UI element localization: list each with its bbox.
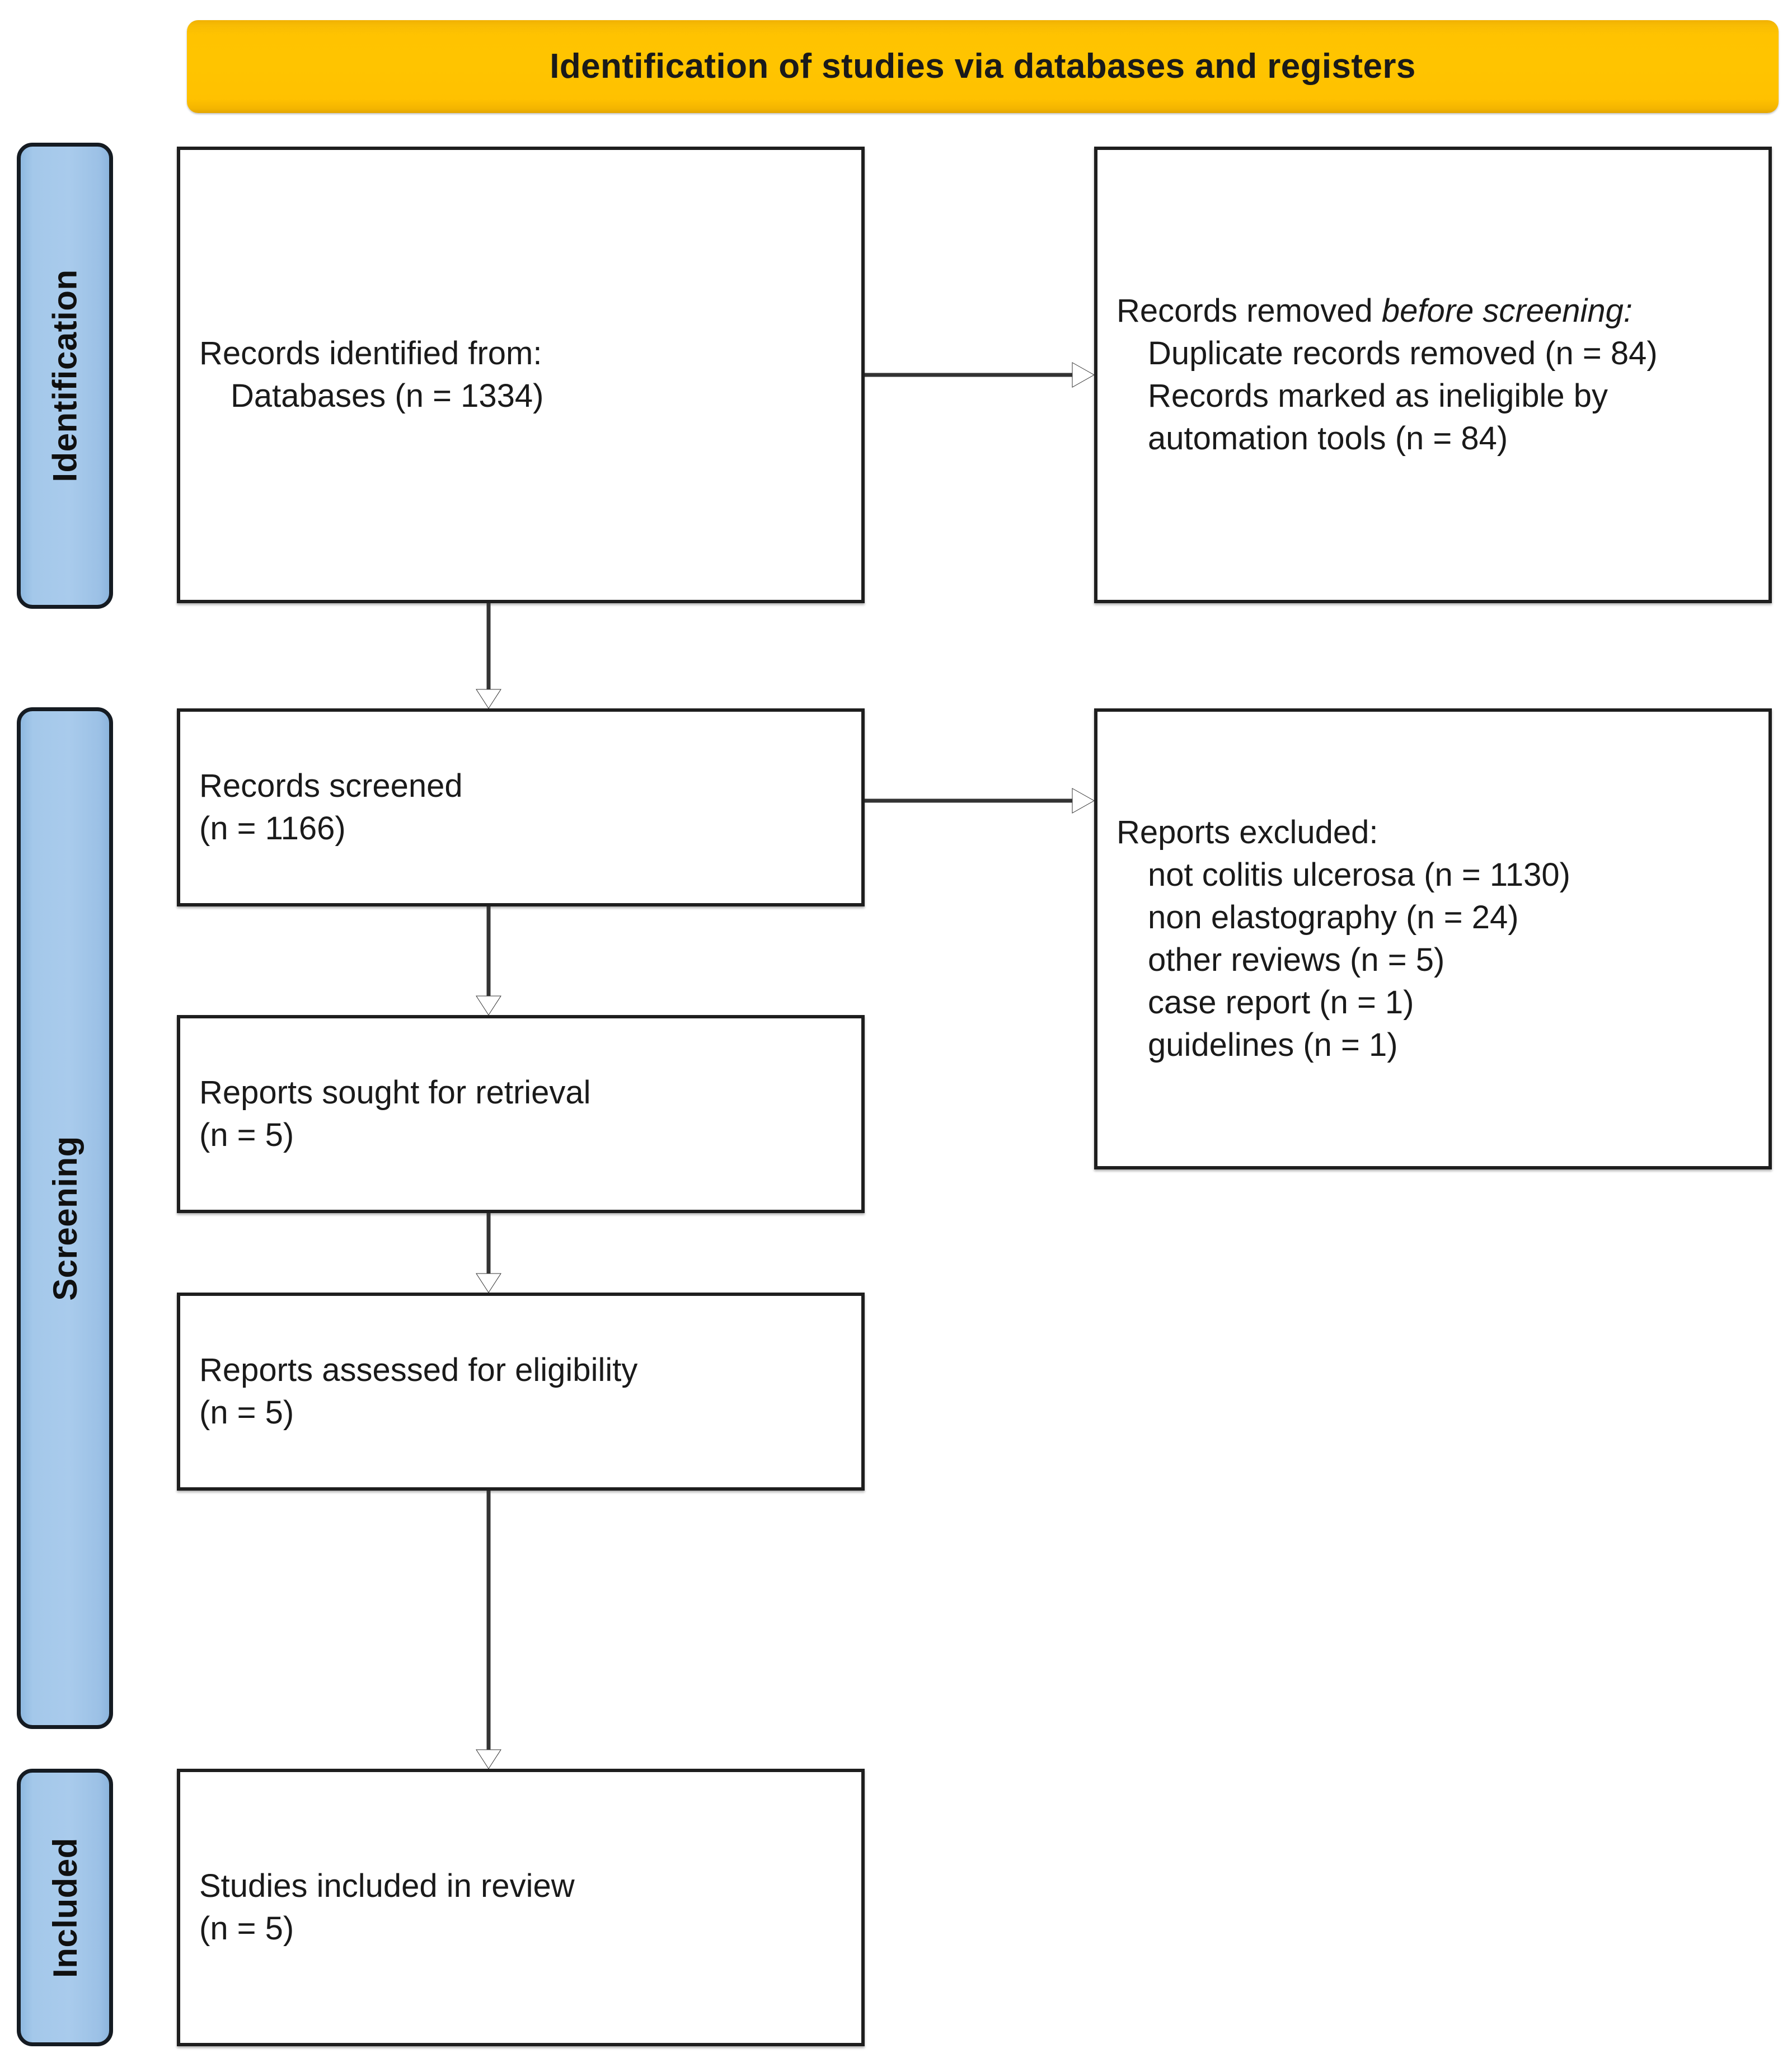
arrow-screened-to-sought	[476, 906, 501, 1016]
records-removed-heading-italic: before screening	[1381, 293, 1624, 329]
records-identified-line-1: Records identified from:	[199, 335, 542, 372]
reports-sought-line-1: Reports sought for retrieval	[199, 1074, 591, 1111]
stage-label-included: Included	[17, 1769, 113, 2046]
box-records-removed: Records removed before screening: Duplic…	[1094, 147, 1772, 603]
box-reports-excluded-body: Reports excluded: not colitis ulcerosa (…	[1097, 811, 1768, 1066]
box-records-removed-body: Records removed before screening: Duplic…	[1097, 290, 1768, 460]
box-reports-eligibility: Reports assessed for eligibility (n = 5)	[177, 1293, 865, 1491]
box-reports-sought: Reports sought for retrieval (n = 5)	[177, 1015, 865, 1213]
reports-excluded-item: non elastography (n = 24)	[1148, 899, 1519, 936]
box-records-identified-body: Records identified from: Databases (n = …	[180, 332, 861, 417]
records-screened-line-1: Records screened	[199, 768, 463, 804]
box-reports-excluded: Reports excluded: not colitis ulcerosa (…	[1094, 708, 1772, 1169]
box-studies-included-body: Studies included in review (n = 5)	[180, 1865, 861, 1950]
records-identified-line-2: Databases (n = 1334)	[231, 378, 544, 414]
records-removed-item-2: Records marked as ineligible by automati…	[1148, 378, 1608, 457]
box-reports-sought-body: Reports sought for retrieval (n = 5)	[180, 1072, 861, 1157]
reports-sought-line-2: (n = 5)	[199, 1117, 294, 1153]
records-removed-heading-post: :	[1623, 293, 1633, 329]
banner-title: Identification of studies via databases …	[550, 46, 1416, 86]
reports-excluded-item: case report (n = 1)	[1148, 984, 1414, 1021]
box-records-identified: Records identified from: Databases (n = …	[177, 147, 865, 603]
reports-excluded-item: guidelines (n = 1)	[1148, 1027, 1398, 1063]
reports-excluded-heading: Reports excluded:	[1117, 814, 1378, 851]
diagram-header-banner: Identification of studies via databases …	[187, 20, 1779, 113]
studies-included-line-1: Studies included in review	[199, 1868, 575, 1904]
records-removed-heading: Records removed before screening:	[1117, 290, 1749, 332]
arrow-identified-to-screened	[476, 603, 501, 709]
reports-eligibility-line-2: (n = 5)	[199, 1394, 294, 1431]
arrow-sought-to-eligibility	[476, 1213, 501, 1293]
studies-included-line-2: (n = 5)	[199, 1910, 294, 1947]
records-screened-line-2: (n = 1166)	[199, 810, 346, 847]
box-records-screened-body: Records screened (n = 1166)	[180, 765, 861, 850]
stage-label-identification: Identification	[17, 143, 113, 609]
reports-excluded-item: not colitis ulcerosa (n = 1130)	[1148, 857, 1570, 893]
arrow-eligibility-to-included	[476, 1491, 501, 1769]
records-removed-heading-pre: Records removed	[1117, 293, 1382, 329]
box-reports-eligibility-body: Reports assessed for eligibility (n = 5)	[180, 1349, 861, 1434]
reports-eligibility-line-1: Reports assessed for eligibility	[199, 1352, 638, 1388]
records-removed-item-1: Duplicate records removed (n = 84)	[1148, 335, 1658, 372]
arrow-screened-to-excluded	[865, 788, 1095, 814]
box-studies-included: Studies included in review (n = 5)	[177, 1769, 865, 2046]
box-records-screened: Records screened (n = 1166)	[177, 708, 865, 906]
stage-label-screening: Screening	[17, 707, 113, 1729]
arrow-identified-to-removed	[865, 362, 1095, 388]
reports-excluded-item: other reviews (n = 5)	[1148, 942, 1445, 978]
